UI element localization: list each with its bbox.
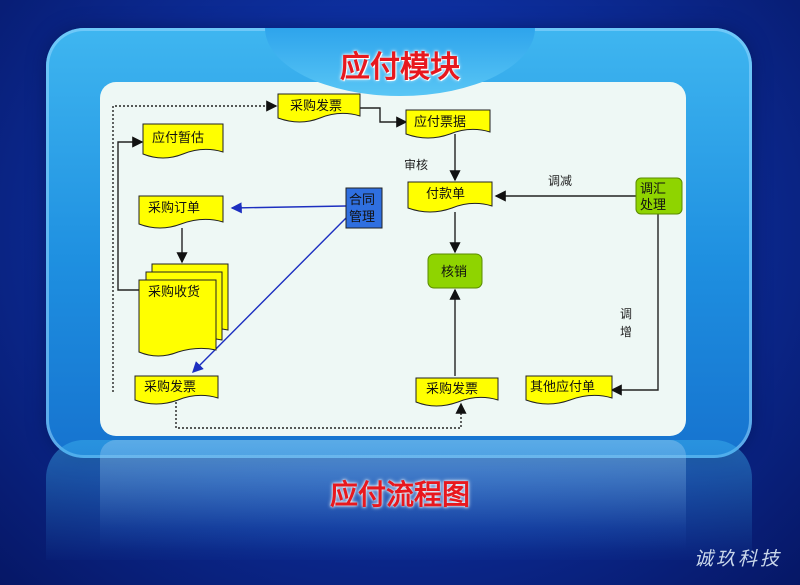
node-purchase-invoice-top: 采购发票 [277, 93, 361, 123]
node-writeoff: 核销 [427, 253, 483, 289]
svg-text:应付票据: 应付票据 [414, 114, 466, 130]
node-purchase-invoice-left: 采购发票 [134, 375, 219, 405]
node-purchase-receipt: 采购收货 [138, 263, 229, 357]
svg-text:合同: 合同 [349, 193, 375, 208]
label-audit: 审核 [404, 157, 428, 172]
contract-to-invoice-arrow [192, 211, 353, 373]
dotted-connector-bottom [175, 402, 467, 429]
label-increase-1: 调 [620, 307, 632, 321]
brand-logo: 诚玖科技 [693, 548, 782, 570]
label-increase-2: 增 [620, 325, 632, 339]
node-purchase-order: 采购订单 [138, 195, 224, 229]
node-purchase-invoice-bottom: 采购发票 [415, 377, 499, 407]
svg-text:采购订单: 采购订单 [148, 200, 200, 216]
node-ap-estimate: 应付暂估 [142, 123, 224, 159]
receipt-to-estimate-arrow [117, 136, 144, 291]
svg-text:采购发票: 采购发票 [290, 98, 342, 114]
svg-text:调汇: 调汇 [640, 182, 666, 197]
connectors [112, 100, 659, 429]
node-contract-mgmt: 合同 管理 [345, 187, 383, 229]
svg-text:处理: 处理 [640, 198, 666, 213]
node-ap-bill: 应付票据 [405, 109, 491, 139]
svg-text:采购收货: 采购收货 [148, 284, 200, 300]
node-other-ap: 其他应付单 [525, 375, 613, 405]
page-title: 应付模块 [340, 50, 460, 85]
svg-text:应付暂估: 应付暂估 [152, 130, 204, 146]
label-decrease: 调减 [548, 174, 572, 188]
svg-text:采购发票: 采购发票 [426, 381, 478, 397]
contract-to-order-arrow [230, 202, 347, 214]
page-subtitle: 应付流程图 [329, 478, 470, 511]
node-adjust: 调汇 处理 [635, 177, 683, 215]
svg-text:管理: 管理 [349, 210, 375, 225]
svg-text:付款单: 付款单 [426, 187, 465, 202]
svg-text:其他应付单: 其他应付单 [530, 379, 595, 395]
node-payment-bill: 付款单 [407, 181, 493, 213]
invoice-to-bill-arrow [360, 107, 408, 128]
svg-text:采购发票: 采购发票 [144, 379, 196, 395]
adjust-to-other-arrow [610, 212, 659, 396]
panel-reflection [46, 440, 752, 560]
dotted-connector-top [112, 100, 278, 392]
svg-text:核销: 核销 [441, 265, 467, 280]
canvas-reflection [100, 440, 686, 550]
